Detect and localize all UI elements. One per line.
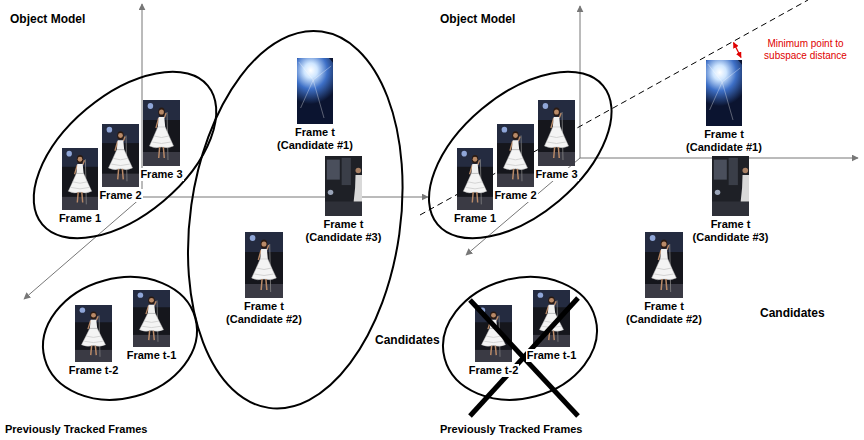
photo-frame: Frame 2 [493, 124, 537, 202]
photo-thumbnail [62, 148, 98, 210]
photo-thumbnail [645, 232, 683, 298]
group-ellipse: Previously Tracked Frames Frame t-2 Frame … [5, 275, 199, 436]
group-heading: Previously Tracked Frames [440, 422, 582, 436]
ellipse-outline [399, 40, 642, 271]
ellipse-outline [165, 17, 426, 423]
photo-frame: Frame t (Candidate #1) [272, 58, 358, 152]
distance-arrow [734, 43, 742, 58]
frame-label: Frame t (Candidate #2) [221, 300, 307, 326]
frame-label: Frame t-1 [526, 349, 578, 362]
frame-label: Frame t (Candidate #1) [681, 128, 767, 154]
photo-thumbnail [75, 305, 112, 362]
group-label: Candidates [760, 306, 825, 320]
frame-label: Frame t (Candidate #1) [272, 126, 358, 152]
photo-frame: Frame 3 [139, 100, 183, 181]
group-ellipse: Object ModelFrame 1 Frame 2 Frame 3 [10, 12, 218, 240]
photo-frame: Frame t-1 [526, 290, 578, 362]
axis-line [142, 197, 428, 198]
ellipse-outline [4, 40, 247, 271]
frame-label: Frame t (Candidate #3) [688, 218, 774, 244]
frame-label: Frame 1 [453, 212, 497, 225]
photo-frame: Frame t (Candidate #2) [621, 232, 707, 326]
frame-label: Frame t (Candidate #2) [621, 300, 707, 326]
axis-line [580, 6, 581, 158]
group-label: Candidates [760, 306, 825, 320]
frame-label: Frame t-1 [126, 349, 178, 362]
frame-label: Frame 3 [534, 168, 578, 181]
photo-frame: Frame t (Candidate #3) [300, 156, 386, 244]
photo-frame: Frame t-2 [468, 305, 520, 377]
photo-thumbnail [325, 156, 362, 216]
frame-label: Frame t-2 [68, 364, 120, 377]
ellipse-outline [427, 12, 614, 240]
group-heading: Object Model [440, 12, 515, 26]
frame-label: Frame t (Candidate #3) [300, 218, 386, 244]
photo-thumbnail [102, 124, 139, 187]
photo-frame: Frame t (Candidate #3) [688, 156, 774, 244]
ellipse-outline [29, 260, 211, 416]
group-heading: Object Model [10, 12, 85, 26]
photo-thumbnail [457, 148, 493, 210]
group-heading: Candidates [375, 333, 440, 347]
ellipse-outline [429, 260, 611, 416]
ellipse-outline [10, 12, 218, 240]
frame-label: Frame 3 [139, 168, 183, 181]
axis-line [24, 197, 142, 299]
annotation: Minimum point to subspace distance [758, 38, 853, 62]
photo-thumbnail [497, 124, 534, 187]
photo-frame: Frame 2 [98, 124, 142, 202]
group-ellipse: Candidates Frame t (Candidate #1) Frame t … [186, 29, 440, 410]
subspace-line [420, 0, 808, 215]
photo-frame: Frame t-1 [126, 290, 178, 362]
annotation: Minimum point to subspace distance [758, 38, 853, 62]
photo-frame: Frame 3 [534, 100, 578, 181]
group-ellipse: Object ModelFrame 1 Frame 2 Frame 3 [427, 12, 614, 240]
photo-frame: Frame t (Candidate #1) [681, 60, 767, 154]
frame-label: Frame 1 [58, 212, 102, 225]
photo-thumbnail [712, 156, 749, 216]
group-heading: Previously Tracked Frames [5, 422, 147, 436]
frame-label: Frame 2 [493, 189, 537, 202]
frame-label: Frame t-2 [468, 364, 520, 377]
photo-frame: Frame 1 [453, 148, 497, 225]
photo-frame: Frame t-2 [68, 305, 120, 377]
photo-thumbnail [538, 100, 575, 166]
photo-thumbnail [288, 52, 338, 124]
photo-thumbnail [133, 290, 170, 347]
photo-thumbnail [143, 100, 180, 166]
photo-frame: Frame t (Candidate #2) [221, 232, 307, 326]
photo-thumbnail [245, 232, 283, 298]
group-ellipse: Previously Tracked Frames Frame t-2 Frame … [440, 275, 599, 436]
photo-frame: Frame 1 [58, 148, 102, 225]
frame-label: Frame 2 [98, 189, 142, 202]
photo-thumbnail [697, 54, 747, 126]
